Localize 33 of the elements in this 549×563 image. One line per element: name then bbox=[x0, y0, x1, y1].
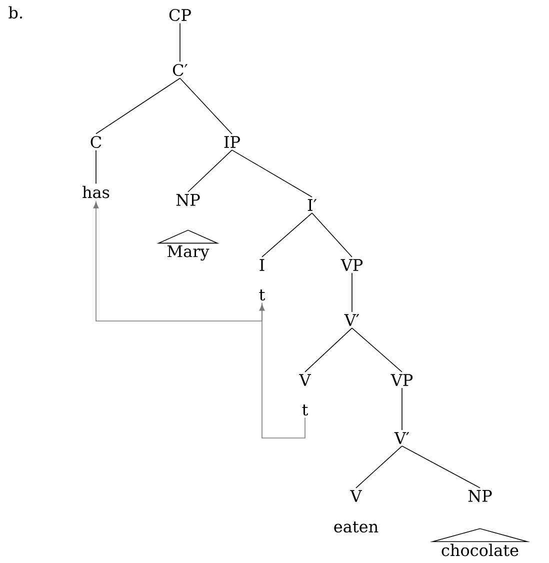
tree-branch bbox=[188, 150, 232, 192]
tree-branch bbox=[312, 212, 352, 258]
tree-label: I′ bbox=[308, 199, 317, 211]
tree-branch bbox=[262, 212, 312, 258]
tree-label: chocolate bbox=[442, 544, 518, 556]
tree-branch bbox=[180, 78, 232, 134]
tree-label: VP bbox=[390, 374, 413, 386]
tree-label: t bbox=[259, 289, 266, 301]
tree-label: CP bbox=[169, 8, 191, 22]
tree-label: has bbox=[82, 186, 110, 198]
tree-label: C′ bbox=[172, 64, 188, 76]
tree-label: Mary bbox=[168, 245, 210, 261]
movement-arrow bbox=[259, 304, 306, 438]
item-label: b. bbox=[8, 6, 22, 19]
tree-label: I bbox=[260, 259, 264, 271]
tree-label: VP bbox=[340, 259, 363, 271]
tree-label: IP bbox=[224, 136, 240, 148]
tree-branch bbox=[96, 78, 180, 134]
tree-label: NP bbox=[468, 490, 492, 502]
tree-label: V bbox=[350, 490, 362, 502]
tree-branch bbox=[402, 446, 480, 488]
tree-label: V′ bbox=[394, 432, 410, 444]
tree-label: eaten bbox=[334, 521, 378, 533]
tree-branch bbox=[356, 446, 402, 488]
tree-branch bbox=[304, 328, 352, 372]
movement-arrow bbox=[93, 202, 262, 322]
tree-label: C bbox=[90, 136, 102, 148]
tree-label: V bbox=[299, 374, 311, 386]
tree-label: NP bbox=[176, 194, 200, 206]
tree-label: V′ bbox=[344, 314, 360, 326]
tree-branch bbox=[232, 150, 312, 198]
tree-label: t bbox=[302, 404, 308, 416]
tree-branch bbox=[352, 328, 402, 372]
